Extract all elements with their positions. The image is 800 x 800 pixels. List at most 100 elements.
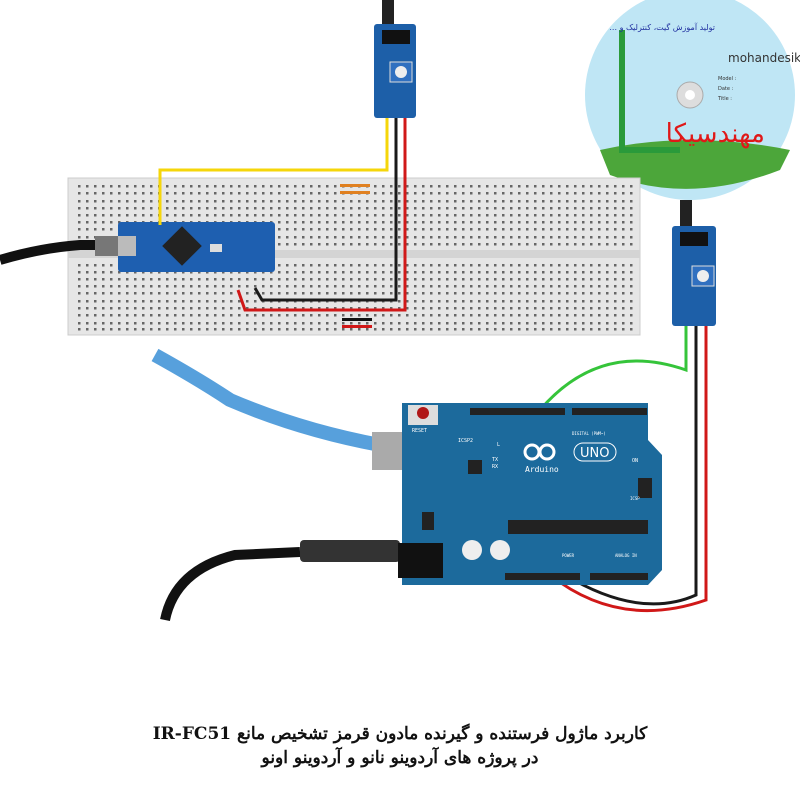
breadboard-hole [478, 292, 481, 295]
breadboard-hole [558, 236, 561, 239]
breadboard-hole [598, 278, 601, 281]
breadboard-hole [630, 192, 633, 195]
breadboard-hole [406, 285, 409, 288]
breadboard-hole [582, 292, 585, 295]
breadboard-hole [486, 264, 489, 267]
breadboard-hole [574, 185, 577, 188]
breadboard-hole [294, 322, 297, 325]
breadboard-hole [462, 300, 465, 303]
breadboard-hole [606, 228, 609, 231]
breadboard-hole [166, 200, 169, 203]
breadboard-hole [214, 300, 217, 303]
breadboard-hole [310, 236, 313, 239]
breadboard-hole [558, 264, 561, 267]
breadboard-hole [366, 271, 369, 274]
breadboard-hole [454, 285, 457, 288]
breadboard-hole [502, 307, 505, 310]
breadboard-hole [390, 185, 393, 188]
breadboard-hole [478, 314, 481, 317]
breadboard-hole [566, 185, 569, 188]
breadboard-hole [318, 307, 321, 310]
breadboard-hole [278, 243, 281, 246]
breadboard-hole [350, 285, 353, 288]
breadboard-hole [622, 200, 625, 203]
breadboard-hole [598, 292, 601, 295]
breadboard-hole [254, 307, 257, 310]
breadboard-hole [390, 264, 393, 267]
breadboard-hole [374, 185, 377, 188]
breadboard-hole [470, 221, 473, 224]
breadboard-hole [438, 221, 441, 224]
breadboard-hole [270, 328, 273, 331]
uno-logo-text: UNO [580, 446, 609, 461]
breadboard-hole [454, 278, 457, 281]
breadboard-hole [438, 278, 441, 281]
breadboard-hole [550, 322, 553, 325]
breadboard-hole [206, 292, 209, 295]
breadboard-hole [462, 228, 465, 231]
breadboard-hole [582, 228, 585, 231]
breadboard-hole [582, 200, 585, 203]
breadboard-hole [254, 300, 257, 303]
breadboard-hole [222, 278, 225, 281]
breadboard-hole [334, 207, 337, 210]
breadboard-hole [334, 214, 337, 217]
breadboard-hole [358, 228, 361, 231]
breadboard-hole [574, 314, 577, 317]
breadboard-hole [526, 300, 529, 303]
breadboard-hole [350, 207, 353, 210]
breadboard-hole [398, 314, 401, 317]
breadboard-hole [334, 236, 337, 239]
breadboard-hole [270, 322, 273, 325]
breadboard-hole [318, 192, 321, 195]
breadboard-hole [382, 271, 385, 274]
breadboard-hole [606, 300, 609, 303]
breadboard-hole [446, 285, 449, 288]
breadboard-hole [566, 200, 569, 203]
breadboard-hole [550, 314, 553, 317]
breadboard-hole [310, 207, 313, 210]
breadboard-hole [318, 207, 321, 210]
breadboard-hole [374, 243, 377, 246]
breadboard-hole [414, 307, 417, 310]
breadboard-hole [510, 322, 513, 325]
breadboard-hole [422, 300, 425, 303]
breadboard-hole [614, 314, 617, 317]
breadboard-hole [406, 314, 409, 317]
breadboard-hole [550, 185, 553, 188]
analog-label: ANALOG IN [615, 553, 637, 558]
breadboard-hole [486, 228, 489, 231]
breadboard-hole [534, 207, 537, 210]
breadboard-hole [550, 192, 553, 195]
breadboard-hole [494, 271, 497, 274]
breadboard-hole [582, 264, 585, 267]
breadboard-hole [438, 307, 441, 310]
breadboard-hole [254, 328, 257, 331]
breadboard-hole [518, 300, 521, 303]
breadboard-hole [590, 314, 593, 317]
breadboard-hole [422, 243, 425, 246]
breadboard-hole [110, 314, 113, 317]
breadboard-hole [158, 271, 161, 274]
breadboard-hole [198, 278, 201, 281]
breadboard-hole [526, 278, 529, 281]
breadboard-hole [278, 236, 281, 239]
breadboard-hole [622, 221, 625, 224]
breadboard-hole [118, 328, 121, 331]
breadboard-hole [118, 192, 121, 195]
breadboard-hole [254, 200, 257, 203]
breadboard-hole [294, 328, 297, 331]
breadboard-hole [94, 285, 97, 288]
breadboard-hole [390, 192, 393, 195]
breadboard-hole [166, 185, 169, 188]
breadboard-hole [310, 221, 313, 224]
breadboard-hole [566, 278, 569, 281]
breadboard-hole [606, 328, 609, 331]
breadboard-hole [454, 221, 457, 224]
breadboard-hole [302, 228, 305, 231]
breadboard-hole [558, 278, 561, 281]
breadboard-hole [462, 221, 465, 224]
breadboard-hole [190, 307, 193, 310]
breadboard-hole [470, 285, 473, 288]
breadboard-hole [422, 292, 425, 295]
